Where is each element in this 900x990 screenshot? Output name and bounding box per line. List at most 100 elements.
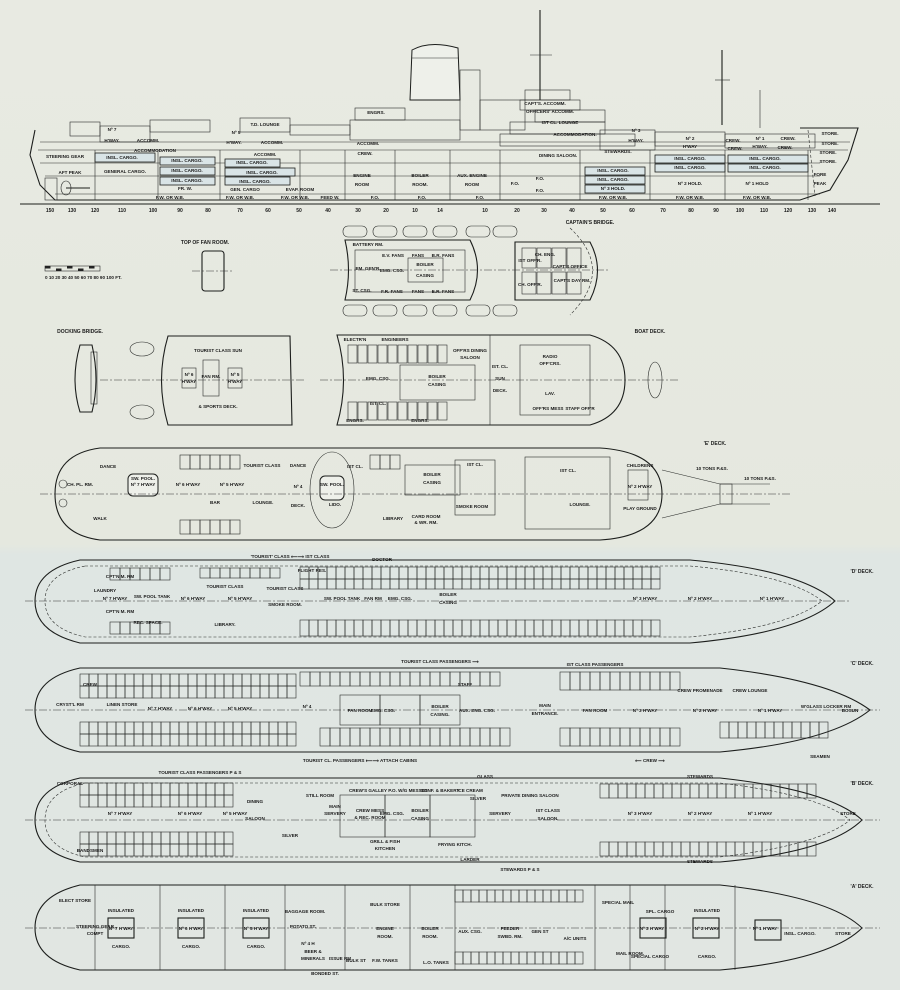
frame-number: 70 [660,208,666,214]
profile-label: ACCOMMODATION [134,148,177,153]
c-deck-label: Nº 1 H'WAY [758,708,783,713]
hatch [242,917,270,939]
c-deck-label: Nº 2 H'WAY [693,708,718,713]
bridge-deck-label: ST. CSG. [352,288,371,293]
b-deck-label: & REC. ROOM [354,815,385,820]
a-deck-label: BAGGAGE ROOM. [285,909,326,914]
profile-label: AFT PEAK [59,170,83,175]
b-deck-label: STORE [840,811,856,816]
cabin [229,519,241,535]
scale-label: 0 10 20 30 40 50 60 70 80 90 100 FT. [45,275,122,280]
sun-deck-label: Nº 5 [231,372,240,377]
b-deck-label: PRIVATE DINING SALOON [501,793,559,798]
lifeboat-icon [492,304,518,317]
a-deck-label: Nº 3 H'WAY [640,926,665,931]
profile-label: ACCOMM. [357,141,379,146]
boat-deck-plan [320,334,680,426]
hatch [107,917,135,939]
d-deck-label: CASING [439,600,457,605]
c-deck-label: W'GLASS LOCKER RM [801,704,852,709]
profile-label: H'WAY. [628,138,643,143]
d-deck-label: Nº 3 H'WAY [633,596,658,601]
sun-deck-label: & SPORTS DECK. [198,404,237,409]
profile-label: STORE. [819,159,836,164]
frame-number: 100 [736,208,745,214]
profile-label: INSL. CARGO. [597,177,628,182]
cabin [389,454,401,470]
boat-deck-label: DECK. [493,388,507,393]
cabin [367,344,378,364]
b-deck-label: EMG. CSG. [380,811,404,816]
a-deck-label: MAIL ROOM. [616,951,644,956]
c-deck-label: EMG. CSG. [371,708,395,713]
profile-label: DINING SALOON. [539,153,577,158]
a-deck-label: COMPT [87,931,104,936]
profile-label: ACCOMM. [137,138,159,143]
bridge-cabin [536,247,552,269]
sun-deck-label: H'WAY [182,379,196,384]
profile-label: INSL. CARGO. [246,170,277,175]
cabin [806,783,817,799]
e-deck-label: Nº 2 H'WAY [628,484,653,489]
c-deck-label: ⟵ CREW ⟶ [635,758,666,763]
bridge-cabin [521,271,537,295]
bridge-deck-label: FANS [412,253,424,258]
a-deck-label: SPL. CARGO [646,909,675,914]
e-deck-label: CH. PL. RM. [67,482,93,487]
a-deck-label: Nº 2 H'WAY [695,926,720,931]
d-deck-label: Nº 7 H'WAY [103,596,128,601]
b-deck-label: FRYING KITCH. [438,842,472,847]
lifeboat-icon [342,304,368,317]
c-deck-label: FAN ROOM [348,708,373,713]
c-deck-label: BOILER [431,704,449,709]
c-deck-label: BOSUN [842,708,859,713]
cabin [417,344,428,364]
e-deck-label: LIDO. [329,502,341,507]
a-deck-label: Nº 7 H'WAY [109,926,134,931]
a-deck-label: F.W. TANKS [372,958,398,963]
frame-number: 120 [91,208,100,214]
e-deck-label: BOILER [423,472,441,477]
b-deck-label: CASING [411,816,429,821]
profile-label: H'WAY. [752,144,767,149]
cabin [429,794,476,838]
frame-number: 20 [514,208,520,214]
sun-deck-label: TOURIST CLASS SUN [194,348,243,353]
a-deck-label: ROOM. [422,934,438,939]
b-deck-label: P.O. W/G MESSES [388,788,427,793]
c-deck-label: SEAMEN [810,754,830,759]
bridge-deck-label: F.R. FANS [381,289,403,294]
e-deck-label: Nº 7 H'WAY [131,482,156,487]
a-deck-label: L.O. TANKS [423,960,449,965]
a-deck-label: A/C UNITS [564,936,587,941]
b-deck-label: SILVER [282,833,299,838]
hatch [639,917,667,939]
c-deck-label: STAFF [458,682,473,687]
profile-label: CAPT'S. ACCOMM. [524,101,566,106]
b-deck-label: ICE CREAM [457,788,483,793]
profile-label: CREW. [357,151,372,156]
a-deck-label: Nº 5 H'WAY [244,926,269,931]
c-deck-label: Nº 6 H'WAY [188,706,213,711]
cabin [347,344,358,364]
e-deck-label: IST CL. [467,462,483,467]
d-deck-label: CPT'N M. RM [106,609,135,614]
frame-number: 40 [325,208,331,214]
bridge-deck-label: BOILER [416,262,434,267]
e-deck-label: DANCE [290,463,306,468]
b-deck-label: SALOON [245,816,265,821]
c-deck-label: IST CLASS PASSENGERS [567,662,624,667]
bridge-deck-label: CH. OFF'R. [518,282,542,287]
c-deck-label: CASING. [430,712,449,717]
bridge-cabin [566,271,582,295]
sun-deck-plan [100,335,305,426]
cabin [286,733,297,747]
profile-label: Nº 3 HOLD. [601,186,625,191]
profile-label: INSL. CARGO. [239,179,270,184]
c-deck-label: Nº 3 H'WAY [633,708,658,713]
e-deck-label: Nº 4 [294,484,303,489]
a-deck-label: INSULATED [108,908,135,913]
bridge-cabin [551,271,567,295]
b-deck-label: CONF. & BAKERY [421,788,460,793]
